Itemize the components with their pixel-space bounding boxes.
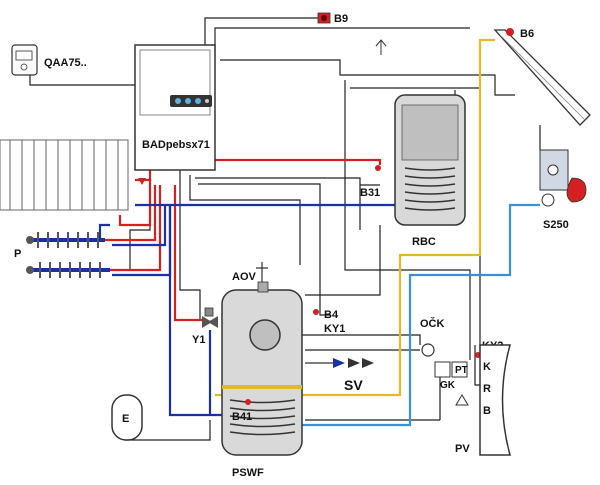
wire-b6-a xyxy=(214,27,470,50)
hot-manifold-2 xyxy=(110,185,162,272)
pswf-tank xyxy=(221,281,303,456)
wire-ock xyxy=(300,334,421,345)
pt-label: PT xyxy=(455,365,468,376)
cold-manifold-1 xyxy=(112,205,167,247)
y1-label: Y1 xyxy=(192,334,205,346)
safety-icon xyxy=(455,394,469,406)
solar-station xyxy=(539,149,587,207)
radiator-valve-icon xyxy=(138,178,146,185)
up-arrow-icon xyxy=(375,39,387,55)
s250-label: S250 xyxy=(543,219,569,231)
solar-return-pipe xyxy=(300,203,540,427)
krb-fireplace xyxy=(479,344,511,456)
wire-b9 xyxy=(204,17,318,45)
rbc-tank xyxy=(394,94,466,226)
expansion-vessel xyxy=(111,394,143,441)
aov-label: AOV xyxy=(232,271,257,283)
wire-harness-1 xyxy=(179,170,201,320)
sv-label: SV xyxy=(344,377,363,393)
b6-sensor-dot xyxy=(506,28,514,36)
krb-letter-b: B xyxy=(483,405,491,417)
expansion-label: E xyxy=(122,413,129,425)
sv-valve xyxy=(305,358,374,368)
b31-label: B31 xyxy=(360,187,380,199)
pswf-label: PSWF xyxy=(232,467,264,479)
krb-letter-k: K xyxy=(483,361,491,373)
b6-label: B6 xyxy=(520,28,534,40)
gk-box xyxy=(434,361,451,378)
wire-rbc xyxy=(305,225,381,296)
krb-letter-r: R xyxy=(483,383,491,395)
wire-harness-3 xyxy=(195,177,361,230)
wire-right-1 xyxy=(344,80,471,360)
b41-label: B41 xyxy=(232,411,252,423)
pipe-pt xyxy=(474,345,480,386)
manifold-upper xyxy=(26,232,105,248)
cold-radiator xyxy=(98,223,110,240)
manifold-lower xyxy=(26,262,110,278)
wire-harness-4 xyxy=(198,183,330,316)
room-unit-label: QAA75.. xyxy=(44,57,87,69)
b31-sensor-dot xyxy=(375,165,381,171)
wire-b6-b xyxy=(220,59,515,96)
hot-manifold-1 xyxy=(105,185,157,242)
gk-label: GK xyxy=(440,380,456,391)
solar-collector xyxy=(493,29,591,126)
radiator xyxy=(0,139,129,211)
ock-label: OČK xyxy=(420,317,445,330)
room-unit-device xyxy=(11,44,38,76)
hot-buffer xyxy=(173,185,205,322)
ky1-label: KY1 xyxy=(324,323,345,335)
y1-valve xyxy=(202,307,218,328)
wire-harness-2 xyxy=(189,175,301,265)
air-vent-icon xyxy=(256,262,268,282)
b4-label: B4 xyxy=(324,309,339,321)
pv-label: PV xyxy=(455,443,470,455)
b9-sensor xyxy=(317,12,331,24)
rbc-label: RBC xyxy=(412,236,436,248)
b9-label: B9 xyxy=(334,13,348,25)
b41-sensor-dot xyxy=(245,399,251,405)
pt-box xyxy=(451,361,468,378)
boiler-unit xyxy=(134,44,216,171)
cold-pipes xyxy=(98,203,395,417)
pump-p-label: P xyxy=(14,248,21,260)
hot-radiator xyxy=(118,178,152,227)
ock-pump-icon xyxy=(421,343,435,357)
boiler-label: BADpebsx71 xyxy=(142,139,210,151)
b4-sensor-dot xyxy=(313,309,319,315)
wire-room-unit xyxy=(29,75,135,86)
